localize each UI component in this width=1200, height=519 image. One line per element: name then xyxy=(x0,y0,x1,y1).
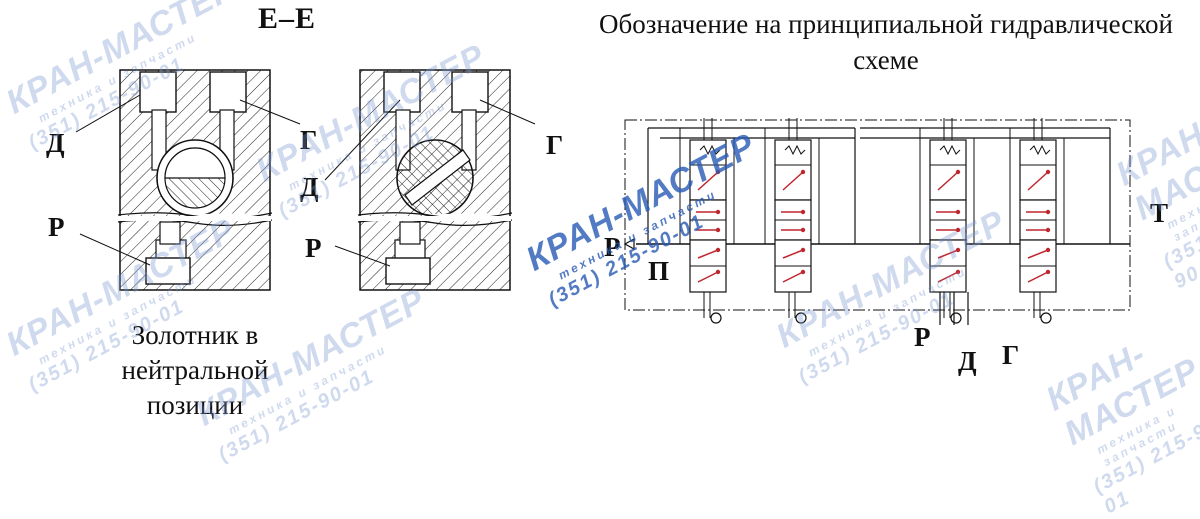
hydraulic-drawing xyxy=(75,69,1131,325)
flow-arrow-head xyxy=(715,227,721,233)
flow-arrow xyxy=(782,171,804,191)
flow-arrow xyxy=(782,249,804,259)
flow-arrow-head xyxy=(1045,209,1051,215)
section-view-neutral xyxy=(75,69,301,291)
flow-arrow-head xyxy=(955,209,961,215)
schematic-port-d-bottom: Д xyxy=(958,346,977,376)
spring-symbol xyxy=(784,144,806,156)
spring-symbol xyxy=(1029,144,1051,156)
flow-arrow-head xyxy=(955,247,961,253)
view1-port-g: Г xyxy=(300,125,318,155)
flow-arrow-head xyxy=(800,209,806,215)
flow-arrow-head xyxy=(1045,269,1051,275)
view2-port-p: Р xyxy=(305,233,322,263)
flow-arrow-head xyxy=(1045,247,1051,253)
flow-arrow-head xyxy=(800,169,806,175)
lever-knob xyxy=(795,312,807,324)
schematic-port-pi: П xyxy=(648,256,670,286)
flow-arrow xyxy=(697,249,719,259)
flow-arrow xyxy=(1027,249,1049,259)
flow-arrow xyxy=(782,271,804,283)
flow-arrow xyxy=(937,249,959,259)
flow-arrow-head xyxy=(955,269,961,275)
spring-symbol xyxy=(939,144,961,156)
flow-arrow xyxy=(697,171,719,191)
schematic-port-p-bottom: Р xyxy=(914,322,931,352)
lever-knob xyxy=(950,312,962,324)
section-label: Е–Е xyxy=(258,2,317,35)
flow-arrow xyxy=(937,271,959,283)
flow-arrow-head xyxy=(800,247,806,253)
view1-port-p: Р xyxy=(48,212,65,242)
schematic-port-t: Т xyxy=(1150,198,1169,228)
flow-arrow-head xyxy=(1045,227,1051,233)
flow-arrow-head xyxy=(715,269,721,275)
flow-arrow-head xyxy=(800,269,806,275)
flow-arrow-head xyxy=(715,209,721,215)
flow-arrow-head xyxy=(800,227,806,233)
flow-arrow-head xyxy=(1045,169,1051,175)
flow-arrow-head xyxy=(955,169,961,175)
valve-position-box xyxy=(929,139,967,201)
lever-knob xyxy=(1040,312,1052,324)
view2-port-g: Г xyxy=(546,130,564,160)
schematic-port-g-bottom: Г xyxy=(1002,340,1020,370)
valve-position-box xyxy=(774,139,812,201)
flow-arrow-head xyxy=(715,247,721,253)
flow-arrow-head xyxy=(715,169,721,175)
view1-port-d: Д xyxy=(46,128,65,158)
valve-position-box xyxy=(1019,139,1057,201)
view2-port-d: Д xyxy=(300,172,319,202)
flow-arrow xyxy=(697,271,719,283)
lever-knob xyxy=(710,312,722,324)
schematic-port-p: Р xyxy=(604,232,621,262)
spring-symbol xyxy=(699,144,721,156)
flow-arrow-head xyxy=(955,227,961,233)
flow-arrow xyxy=(1027,171,1049,191)
flow-arrow xyxy=(937,171,959,191)
schematic-title: Обозначение на принципиальной гидравличе… xyxy=(599,9,1173,75)
section-view-shifted xyxy=(324,69,536,291)
flow-arrow xyxy=(1027,271,1049,283)
caption: Золотник в нейтральной позиции xyxy=(121,320,269,420)
valve-sections xyxy=(679,118,1065,325)
